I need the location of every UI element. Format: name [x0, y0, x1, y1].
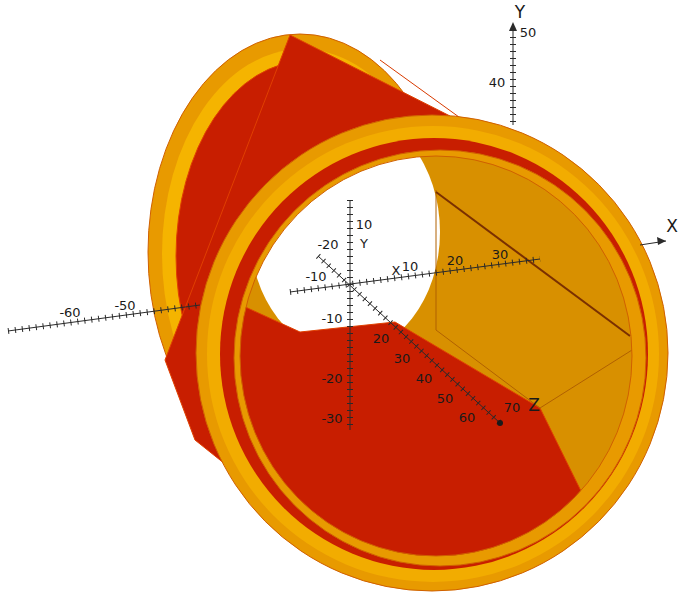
- bore-opening: [250, 110, 440, 354]
- axis-arrowhead: [509, 22, 517, 31]
- axis-label: -10: [321, 312, 342, 325]
- axes: [8, 24, 666, 430]
- axis-label: 40: [489, 76, 506, 89]
- key-edge: [436, 330, 540, 408]
- axis-label: -10: [305, 270, 326, 283]
- axis-arrowhead: [657, 237, 666, 245]
- axis-label: X: [666, 218, 678, 235]
- z-axis: [318, 256, 500, 423]
- axis-label: -30: [321, 412, 342, 425]
- x-axis: [8, 305, 200, 331]
- axis-label: Y: [360, 237, 368, 250]
- axis-label: 60: [459, 411, 476, 424]
- axis-label: 30: [492, 248, 509, 261]
- axis-label: 50: [437, 392, 454, 405]
- axis-label: 30: [394, 352, 411, 365]
- axis-label: -20: [317, 238, 338, 251]
- x-axis-ticks: [8, 305, 200, 331]
- x-axis-ticks: [290, 259, 540, 292]
- axis-label: -20: [321, 372, 342, 385]
- y-axis: [350, 200, 351, 430]
- axis-label: Y: [515, 4, 525, 21]
- y-axis-ticks: [510, 30, 516, 125]
- z-axis-ticks: [318, 256, 500, 423]
- bore-interior: [230, 110, 650, 570]
- x-axis: [290, 259, 540, 292]
- axis-label: 50: [520, 26, 537, 39]
- bore-lower-surface: [230, 300, 620, 570]
- axis-label: 10: [402, 260, 419, 273]
- axis-label: X: [392, 264, 401, 277]
- bore-rim: [240, 156, 632, 556]
- bore-wall: [230, 150, 650, 570]
- axis-label: 70: [504, 401, 521, 414]
- axis-label: -60: [59, 306, 80, 319]
- axis-label: -50: [114, 299, 135, 312]
- axis-label: 20: [447, 254, 464, 267]
- y-axis: [513, 24, 514, 125]
- axis-label: 10: [356, 218, 373, 231]
- axis-end-dot: [497, 420, 503, 426]
- key-edge: [436, 190, 437, 330]
- axis-label: Z: [528, 397, 540, 414]
- axis-label: 20: [373, 332, 390, 345]
- y-axis-ticks: [347, 200, 353, 430]
- key-edge: [540, 345, 640, 408]
- axis-label: 40: [416, 372, 433, 385]
- key-edge: [436, 192, 630, 336]
